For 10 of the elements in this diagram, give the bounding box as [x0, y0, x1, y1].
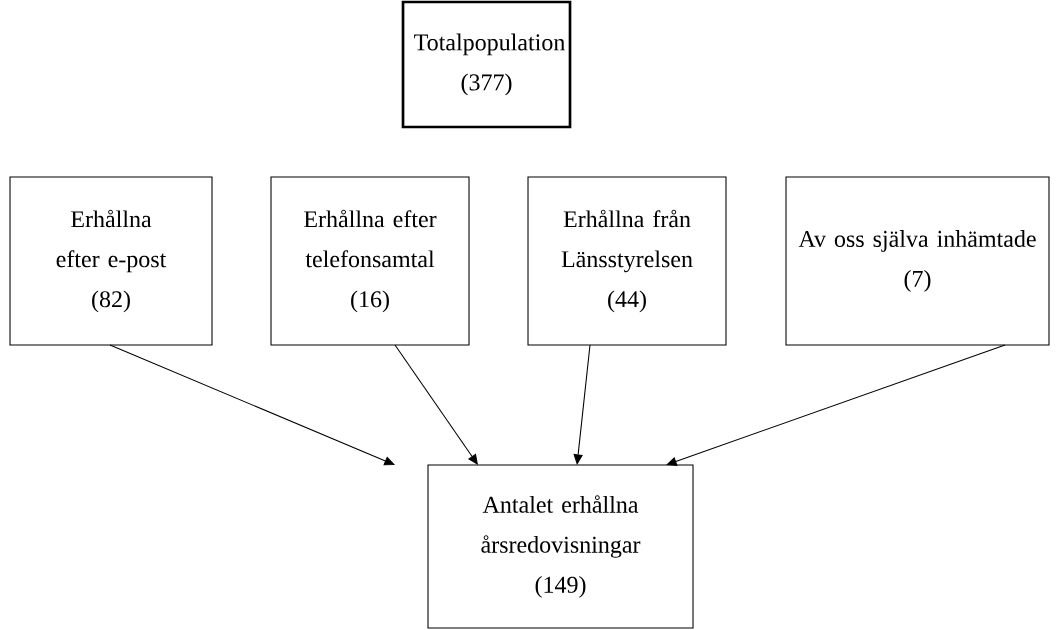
total-box: Totalpopulation (377)	[401, 0, 572, 129]
arrow	[394, 344, 478, 465]
process-box: Erhållna efter telefonsamtal (16)	[270, 176, 470, 346]
arrow	[109, 344, 395, 466]
process-box: Erhållna från Länsstyrelsen (44)	[527, 176, 727, 346]
process-box: Av oss själva inhämtade (7)	[785, 176, 1050, 346]
process-box: Antalet erhållna årsredovisningar (149)	[427, 464, 694, 629]
arrow	[666, 344, 1006, 466]
arrow	[573, 344, 591, 465]
process-box: Erhållna efter e-post (82)	[9, 176, 213, 346]
